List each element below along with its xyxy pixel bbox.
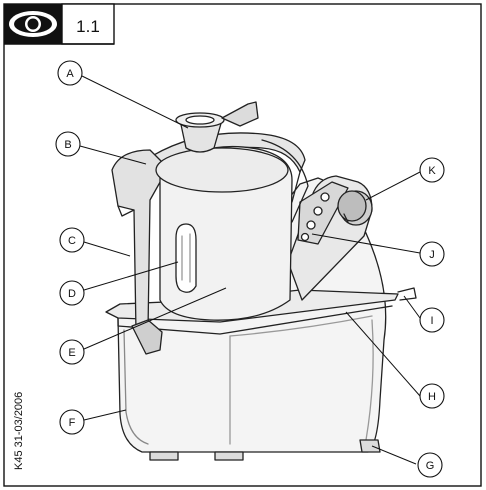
callout-k: K: [419, 157, 445, 183]
figure-number: 1.1: [76, 17, 100, 36]
base-pin: [397, 287, 417, 301]
callout-b: B: [55, 131, 81, 157]
callouts: A B C D E F G H: [55, 60, 445, 478]
callout-f-label: F: [69, 417, 76, 429]
figure-header: 1.1: [4, 3, 115, 45]
callout-d-label: D: [68, 288, 76, 300]
callout-g: G: [417, 452, 443, 478]
control-panel: [297, 181, 349, 245]
callout-f: F: [59, 409, 85, 435]
rotary-knob: [337, 190, 373, 226]
food-processor-drawing: [105, 101, 417, 461]
callout-e: E: [59, 339, 85, 365]
bowl-rim: [155, 147, 289, 193]
callout-c: C: [59, 227, 85, 253]
bowl-clamp: [111, 149, 169, 333]
feed-tube: [175, 112, 225, 153]
callout-a-label: A: [66, 68, 74, 80]
callout-i-label: I: [430, 315, 433, 327]
callout-e-label: E: [68, 347, 75, 359]
foot-left: [149, 451, 179, 461]
control-button-3: [306, 220, 316, 230]
figure-frame: [3, 3, 482, 487]
callout-h-label: H: [428, 391, 436, 403]
reference-code: K45 31-03/2006: [13, 392, 25, 470]
control-button-4: [300, 232, 310, 242]
clamp-lever: [131, 319, 163, 355]
callout-i: I: [419, 307, 445, 333]
callout-g-label: G: [426, 460, 435, 472]
eye-icon: [9, 11, 57, 37]
pusher-handle: [221, 101, 259, 127]
foot-right: [214, 451, 244, 461]
control-button-1: [320, 192, 330, 202]
callout-k-label: K: [428, 165, 436, 177]
callout-j-label: J: [429, 249, 435, 261]
callout-j: J: [419, 241, 445, 267]
callout-a: A: [57, 60, 83, 86]
control-button-2: [313, 206, 323, 216]
callout-b-label: B: [64, 139, 71, 151]
callout-c-label: C: [68, 235, 76, 247]
leader-lines: [79, 75, 421, 465]
bowl-grip: [175, 223, 197, 293]
callout-d: D: [59, 280, 85, 306]
foot-back: [359, 439, 381, 453]
callout-h: H: [419, 383, 445, 409]
